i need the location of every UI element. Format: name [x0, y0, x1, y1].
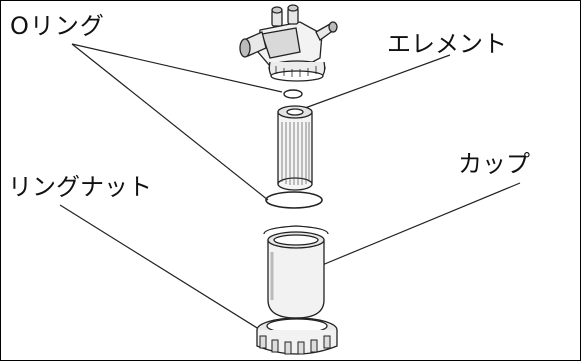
- cup-part: [264, 226, 328, 318]
- leader-cup: [315, 183, 520, 268]
- o-ring-small-part: [284, 90, 302, 98]
- leader-element: [305, 55, 450, 108]
- filter-head-part: [240, 5, 337, 81]
- leader-ring-nut: [60, 205, 270, 336]
- leader-o-ring-bottom: [72, 44, 268, 200]
- ring-nut-part: [257, 318, 337, 354]
- element-part: [278, 106, 312, 190]
- o-ring-large-part: [266, 192, 322, 208]
